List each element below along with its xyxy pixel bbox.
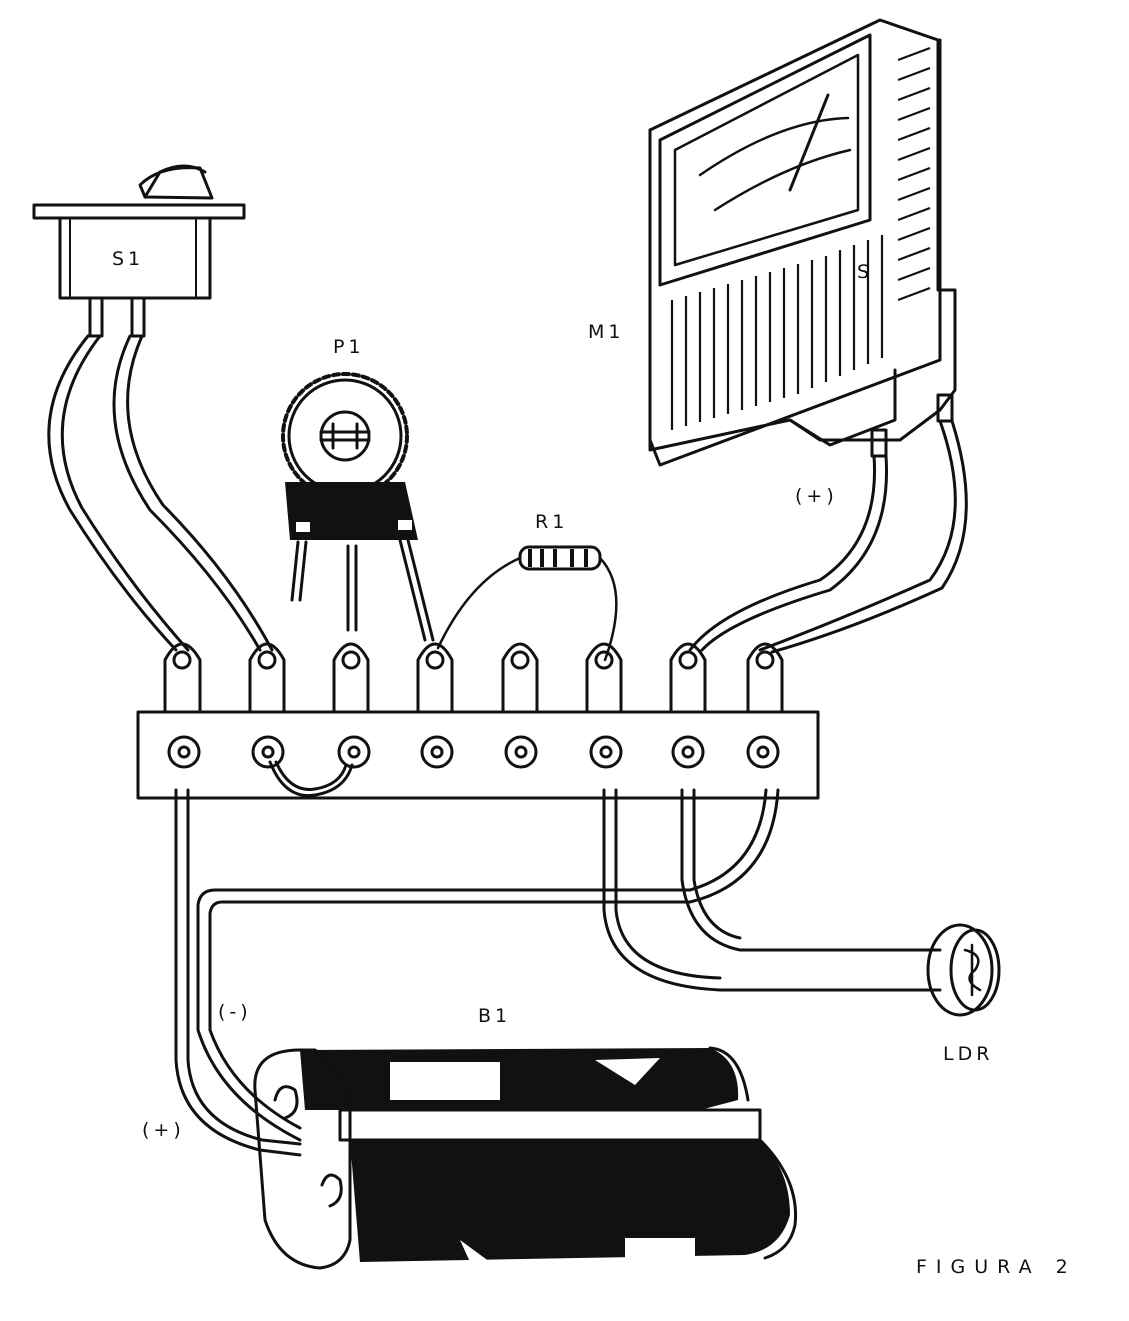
wires	[47, 334, 968, 1157]
battery-label: B1	[478, 1005, 511, 1027]
resistor-r1: R1	[436, 511, 618, 662]
solder-lugs	[163, 642, 784, 714]
strip-screws	[167, 735, 780, 769]
terminal-strip	[136, 642, 820, 800]
meter-m1: S M1 (+)	[588, 18, 957, 507]
figure-caption: FIGURA 2	[916, 1256, 1077, 1278]
ldr: LDR	[926, 923, 1001, 1065]
ldr-label: LDR	[943, 1043, 993, 1065]
switch-s1: S1	[32, 164, 246, 338]
battery-polarity-minus: (-)	[218, 1001, 252, 1023]
meter-scale-mark: S	[857, 261, 873, 283]
resistor-label: R1	[535, 511, 568, 533]
switch-label: S1	[112, 248, 144, 270]
battery-polarity-plus: (+)	[142, 1119, 185, 1141]
potentiometer-label: P1	[333, 336, 365, 358]
meter-polarity-plus: (+)	[795, 485, 838, 507]
potentiometer-p1: P1	[281, 336, 435, 642]
meter-grille	[670, 46, 931, 430]
battery-b1: B1 (-) (+)	[142, 1001, 798, 1270]
meter-label: M1	[588, 321, 624, 343]
